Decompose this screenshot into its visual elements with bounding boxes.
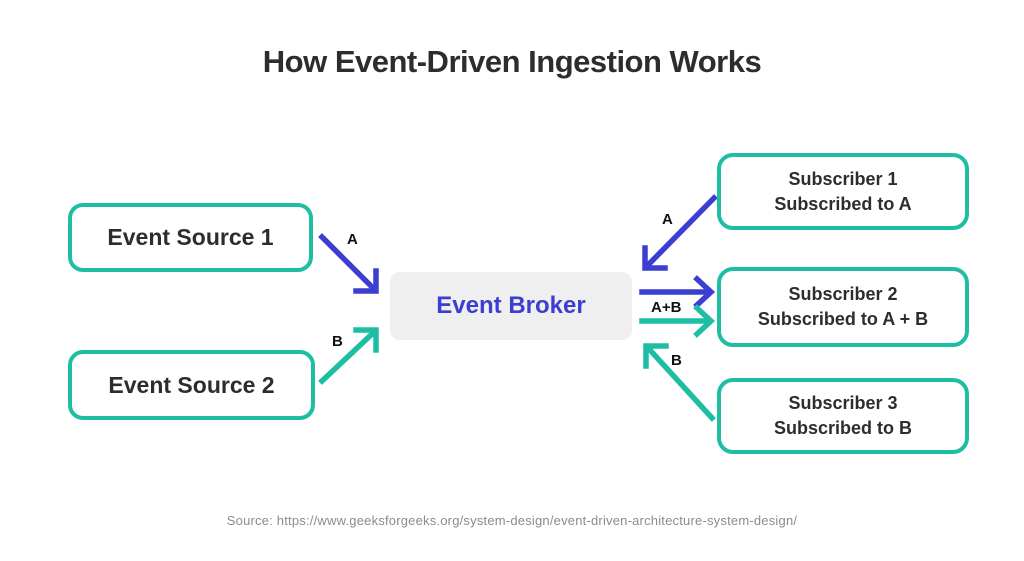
arrow-head: [353, 327, 379, 353]
node-label: Event Broker: [436, 292, 586, 319]
edge-label-b-out: B: [671, 352, 682, 369]
node-event-broker: Event Broker: [390, 272, 632, 340]
arrow-head: [642, 245, 668, 271]
arrow-head: [643, 343, 669, 369]
arrow-broker-to-subscriber2-a: [639, 275, 716, 309]
edge-label-ab: A+B: [651, 299, 682, 316]
subscriber-subtitle: Subscribed to A + B: [757, 309, 929, 329]
arrow-shaft: [318, 233, 376, 291]
subscriber-subtitle: Subscribed to A: [774, 193, 912, 214]
node-label: Event Source 1: [107, 224, 274, 250]
arrow-source1-to-broker: [318, 233, 379, 294]
node-label: Event Source 2: [108, 371, 275, 398]
arrow-subscriber3-broker: [643, 343, 716, 422]
arrow-shaft: [646, 346, 716, 422]
arrow-shaft: [318, 330, 376, 385]
arrow-subscriber1-broker: [642, 194, 718, 271]
arrow-head: [353, 268, 379, 294]
source-citation: Source: https://www.geeksforgeeks.org/sy…: [226, 513, 798, 528]
arrow-source2-to-broker: [318, 327, 379, 385]
edge-label-a-out: A: [662, 211, 673, 228]
node-subscriber-3: Subscriber 3 Subscribed to B: [717, 378, 969, 454]
node-event-source-1: Event Source 1: [68, 203, 313, 272]
arrow-head: [693, 275, 716, 309]
node-subscriber-2: Subscriber 2 Subscribed to A + B: [717, 267, 969, 347]
diagram-title: How Event-Driven Ingestion Works: [262, 44, 762, 79]
arrow-head: [693, 304, 716, 338]
arrow-broker-to-subscriber2-b: [639, 304, 716, 338]
edge-label-b-in: B: [332, 333, 343, 350]
subscriber-title: Subscriber 2: [788, 284, 898, 305]
arrow-shaft: [645, 194, 718, 268]
node-subscriber-1: Subscriber 1 Subscribed to A: [717, 153, 969, 230]
node-event-source-2: Event Source 2: [68, 350, 315, 420]
edge-label-a-in: A: [347, 231, 358, 248]
subscriber-title: Subscriber 3: [788, 393, 898, 414]
subscriber-subtitle: Subscribed to B: [773, 418, 912, 438]
subscriber-title: Subscriber 1: [788, 168, 898, 189]
